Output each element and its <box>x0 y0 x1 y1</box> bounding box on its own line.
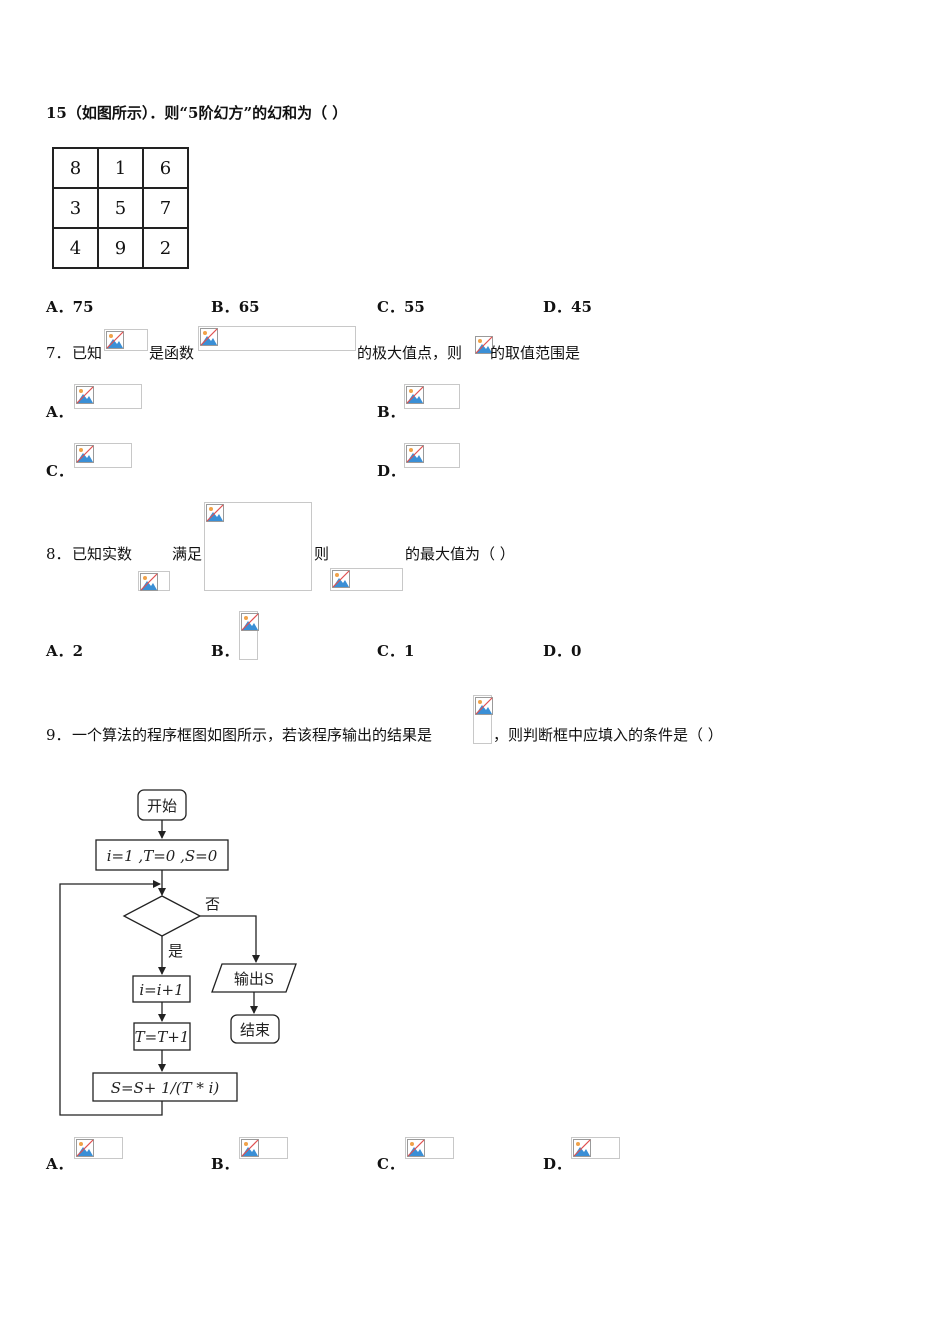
q8-option-d: D．0 <box>543 642 582 660</box>
broken-image-icon <box>104 329 148 351</box>
grid-cell: 5 <box>97 187 144 229</box>
q6-option-d: D．45 <box>543 298 592 316</box>
broken-image-icon <box>405 1137 454 1159</box>
broken-image-icon <box>239 611 259 660</box>
q9-text-1: 一个算法的程序框图如图所示，若该程序输出的结果是 <box>72 726 433 744</box>
q8-option-a: A．2 <box>46 642 84 660</box>
flowchart-step-i-label: i=i+1 <box>139 981 183 999</box>
q6-stem: 15（如图所示）．则“5阶幻方”的幻和为（ ） <box>46 104 348 122</box>
flowchart-no-label: 否 <box>205 895 220 913</box>
broken-image-icon <box>474 335 493 354</box>
flowchart-output-box <box>211 963 297 993</box>
q7-text-2: 是函数 <box>149 344 195 362</box>
magic-square-grid: 8 1 6 3 5 7 4 9 2 <box>52 147 189 269</box>
broken-image-icon <box>404 384 460 409</box>
flowchart-step-s-box <box>92 1072 238 1102</box>
grid-cell: 2 <box>142 227 189 269</box>
q8-option-b-label: B． <box>211 642 239 660</box>
flowchart-end-node <box>230 1014 280 1044</box>
q8-text-2: 满足 <box>172 545 203 563</box>
q9-option-a-label: A． <box>46 1155 73 1173</box>
broken-image-icon <box>74 384 142 409</box>
grid-cell: 8 <box>52 147 99 189</box>
q7-option-d-label: D． <box>377 462 406 480</box>
flowchart-output-label: 输出S <box>234 970 274 988</box>
broken-image-icon <box>473 695 493 744</box>
q7-option-a-label: A． <box>46 403 73 421</box>
q9-text-2: ，则判断框中应填入的条件是（ ） <box>493 726 723 744</box>
broken-image-icon <box>74 1137 123 1159</box>
grid-cell: 9 <box>97 227 144 269</box>
grid-cell: 4 <box>52 227 99 269</box>
broken-image-icon <box>404 443 460 468</box>
grid-cell: 1 <box>97 147 144 189</box>
flowchart-yes-label: 是 <box>168 942 183 960</box>
broken-image-icon <box>239 1137 288 1159</box>
flowchart-init-label: i=1 ,T=0 ,S=0 <box>107 847 218 865</box>
q8-number: 8． <box>46 545 71 563</box>
broken-image-icon <box>74 443 132 468</box>
q9-option-d-label: D． <box>543 1155 572 1173</box>
q6-option-c: C．55 <box>377 298 425 316</box>
flowchart-start-label: 开始 <box>147 797 177 815</box>
q8-option-c: C．1 <box>377 642 415 660</box>
q8-text-4: 的最大值为（ ） <box>405 545 515 563</box>
broken-image-icon <box>204 502 312 591</box>
flowchart-end-label: 结束 <box>240 1021 270 1039</box>
grid-cell: 7 <box>142 187 189 229</box>
q7-option-c-label: C． <box>46 462 73 480</box>
program-flowchart: 开始 i=1 ,T=0 ,S=0 否 是 i=i+1 T=T+1 S=S+ 1/… <box>59 789 297 1116</box>
q7-text-1: 已知 <box>72 344 103 362</box>
grid-cell: 3 <box>52 187 99 229</box>
q9-option-c-label: C． <box>377 1155 404 1173</box>
q6-option-a: A．75 <box>46 298 94 316</box>
q9-number: 9． <box>46 726 71 744</box>
q9-option-b-label: B． <box>211 1155 239 1173</box>
flowchart-decision-diamond <box>122 895 202 937</box>
q8-text-1: 已知实数 <box>72 545 133 563</box>
q7-number: 7． <box>46 344 71 362</box>
broken-image-icon <box>330 568 403 591</box>
flowchart-step-t-label: T=T+1 <box>135 1028 190 1046</box>
q7-text-4: 的取值范围是 <box>490 344 581 362</box>
flowchart-step-s-label: S=S+ 1/(T * i) <box>111 1079 220 1097</box>
q8-text-3: 则 <box>314 545 330 563</box>
broken-image-icon <box>198 326 356 351</box>
broken-image-icon <box>138 571 170 591</box>
q6-option-b: B．65 <box>211 298 260 316</box>
q7-text-3: 的极大值点，则 <box>357 344 463 362</box>
broken-image-icon <box>571 1137 620 1159</box>
grid-cell: 6 <box>142 147 189 189</box>
q7-option-b-label: B． <box>377 403 405 421</box>
